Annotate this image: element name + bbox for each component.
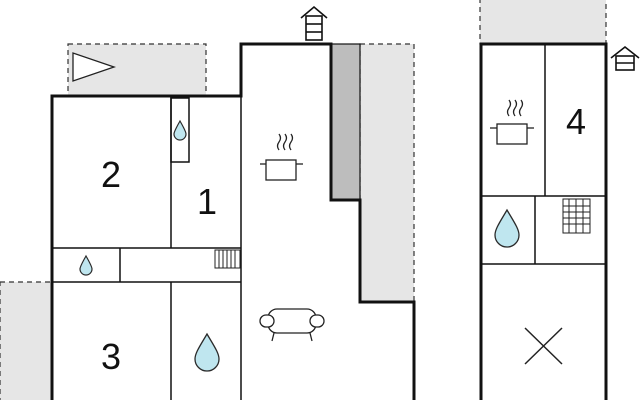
room-label-4: 4 <box>566 101 586 142</box>
interior-walls-left <box>52 96 242 400</box>
washbasin-niche <box>170 97 190 163</box>
building-walls-left <box>50 42 416 400</box>
sofa-icon <box>259 308 325 342</box>
terrace-right <box>359 43 415 303</box>
terrace-bottom-left <box>0 281 53 400</box>
bathroom-drop-icon-large-1 <box>194 332 220 372</box>
room-label-2: 2 <box>101 154 121 195</box>
room-label-3: 3 <box>101 336 121 377</box>
outdoor-areas <box>0 0 607 400</box>
cross-icon <box>524 327 563 365</box>
terrace-flag-icon <box>72 52 117 82</box>
outer-wall-right <box>479 42 608 400</box>
radiator-icon-right <box>562 198 591 234</box>
outer-wall-left <box>50 42 416 400</box>
entrance-house-icon <box>300 5 328 41</box>
building-walls-right <box>479 42 608 400</box>
bathroom-drop-icon-small-2 <box>79 254 93 276</box>
entrance-house-icon-right <box>610 45 640 71</box>
stair-strip <box>330 43 361 201</box>
terrace-top-right <box>479 0 607 45</box>
kitchen-pot-icon-right <box>490 99 534 145</box>
room-label-1: 1 <box>197 181 217 222</box>
interior-walls-right <box>481 44 606 265</box>
bathroom-drop-icon-large-2 <box>494 208 520 248</box>
bathroom-drop-icon-small-1 <box>173 119 187 141</box>
radiator-icon <box>214 249 241 269</box>
kitchen-pot-icon <box>260 133 303 181</box>
